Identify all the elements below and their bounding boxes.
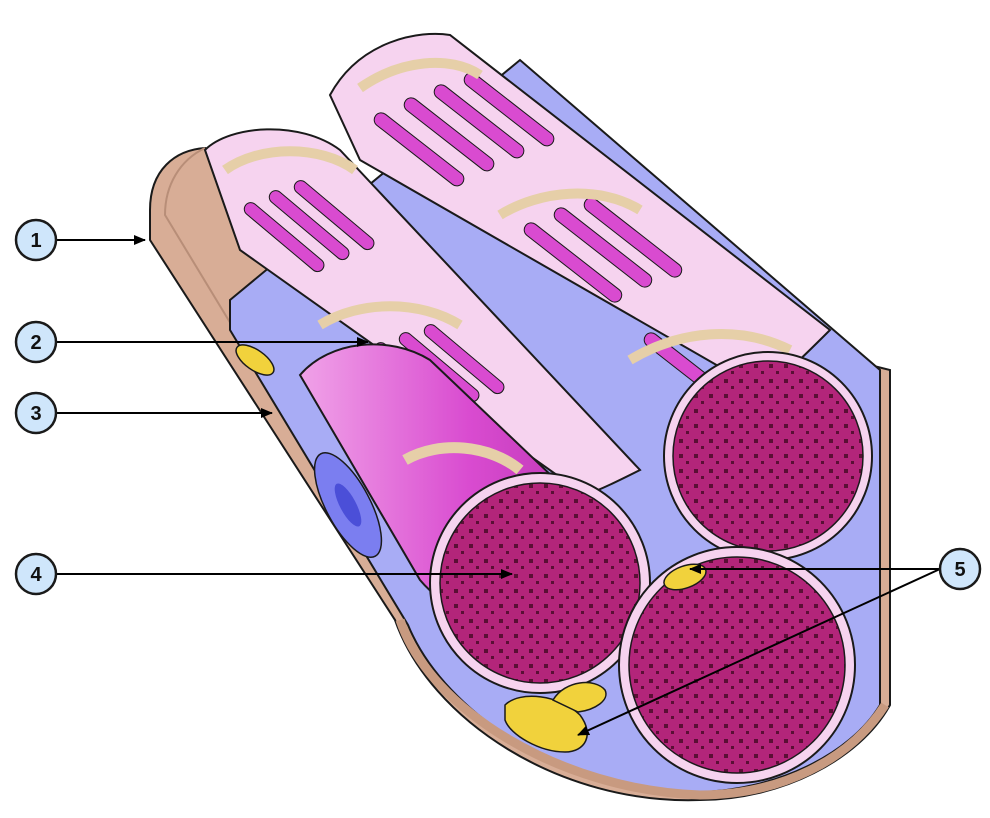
callout-4-label: 4 [30,564,42,586]
callout-4: 4 [16,554,56,594]
callout-2-label: 2 [30,332,41,354]
callout-1: 1 [16,220,56,260]
callout-3-label: 3 [30,403,41,425]
myofibril-cross-section-right-bottom [619,547,855,783]
callout-3: 3 [16,393,56,433]
myofibril-cross-section-right-top [664,352,872,560]
callout-1-label: 1 [30,230,41,252]
myofibril-cross-section-left [430,473,650,693]
callout-5: 5 [940,549,980,589]
callout-5-label: 5 [954,559,965,581]
callout-2: 2 [16,322,56,362]
